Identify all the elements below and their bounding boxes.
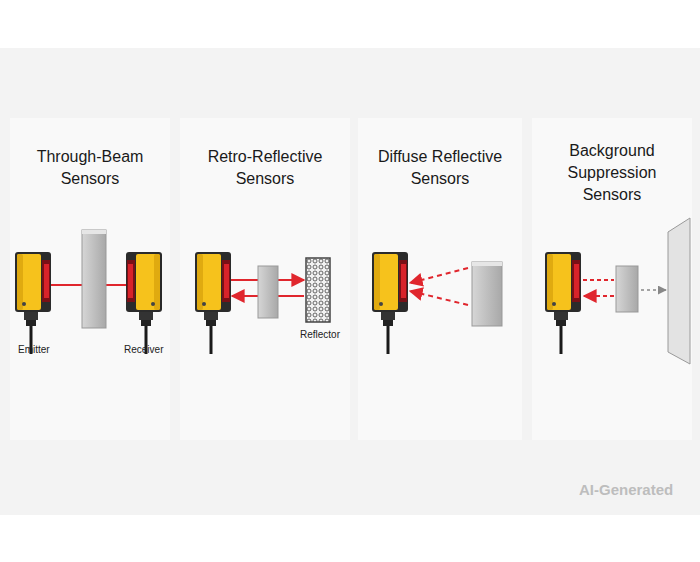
- panel-heading: Background Suppression Sensors: [552, 140, 672, 206]
- watermark: AI-Generated: [579, 481, 673, 498]
- sensor-panel: Diffuse Reflective Sensors: [358, 118, 522, 440]
- sensor-panel: Through-Beam Sensors: [10, 118, 170, 440]
- panel-heading: Diffuse Reflective Sensors: [365, 146, 515, 190]
- ground-band: [0, 48, 700, 515]
- panel-ground: [532, 118, 692, 440]
- sensor-panel: Retro-Reflective Sensors: [180, 118, 350, 440]
- part-label: Emitter: [18, 344, 50, 355]
- part-label: Receiver: [124, 344, 163, 355]
- panel-heading: Through-Beam Sensors: [20, 146, 160, 190]
- panel-ground: [180, 118, 350, 440]
- part-label: Reflector: [300, 329, 340, 340]
- panel-heading: Retro-Reflective Sensors: [190, 146, 340, 190]
- panel-ground: [358, 118, 522, 440]
- sensor-panel: Background Suppression Sensors: [532, 118, 692, 440]
- panel-ground: [10, 118, 170, 440]
